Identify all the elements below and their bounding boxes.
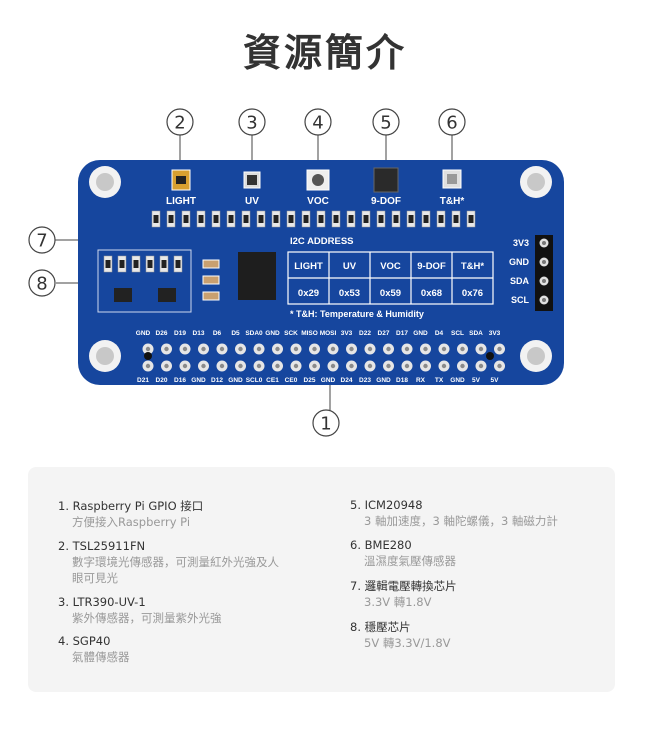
gpio-bottom-label: GND	[376, 377, 391, 384]
callout-circle	[166, 108, 194, 136]
gpio-bottom-label: TX	[435, 377, 444, 384]
i2c-value-cell: 0x68	[421, 288, 442, 299]
gpio-top-label: D5	[231, 330, 240, 337]
side-header	[535, 235, 553, 311]
callout-number: 2	[174, 113, 185, 134]
callout-number: 5	[380, 113, 391, 134]
gpio-top-label: MOSI	[320, 330, 337, 337]
feature-item-7: 7. 邏輯電壓轉換芯片 3.3V 轉1.8V	[350, 579, 457, 609]
gpio-top-label: 3V3	[341, 330, 353, 337]
i2c-header-cell: T&H*	[461, 261, 485, 272]
chip-label-light: LIGHT	[166, 196, 196, 207]
i2c-value-cell: 0x59	[380, 288, 401, 299]
gpio-top-label: D4	[435, 330, 444, 337]
chip-label-uv: UV	[245, 196, 259, 207]
i2c-header-cell: UV	[343, 261, 357, 272]
i2c-value-cell: 0x29	[298, 288, 319, 299]
gpio-bottom-label: RX	[416, 377, 426, 384]
callout-number: 3	[246, 113, 257, 134]
gpio-top-label: D26	[156, 330, 168, 337]
gpio-top-label: GND	[413, 330, 428, 337]
regulator-area	[97, 249, 192, 313]
gpio-top-label: 3V3	[489, 330, 501, 337]
gpio-top-label: SDA	[469, 330, 483, 337]
gpio-top-label: SCL	[451, 330, 464, 337]
resistor-row	[151, 210, 476, 228]
gpio-top-label: D13	[193, 330, 205, 337]
gpio-top-label: D22	[359, 330, 371, 337]
gpio-top-label: GND	[265, 330, 280, 337]
gpio-top-label: D19	[174, 330, 186, 337]
gpio-bottom-label: SCL0	[246, 377, 263, 384]
callout-number: 8	[36, 274, 47, 295]
gpio-bottom-label: D21	[137, 377, 149, 384]
i2c-value-cell: 0x53	[339, 288, 360, 299]
gpio-bottom-label: GND	[191, 377, 206, 384]
gpio-top-label: D17	[396, 330, 408, 337]
level-shifter-chip	[238, 252, 276, 300]
gpio-top-label: SCK	[284, 330, 298, 337]
feature-item-3: 3. LTR390-UV-1 紫外傳感器，可測量紫外光強	[58, 595, 222, 625]
feature-item-6: 6. BME280 溫濕度氣壓傳感器	[350, 538, 456, 568]
gpio-bottom-label: D12	[211, 377, 223, 384]
i2c-table	[287, 251, 494, 305]
gpio-top-label: MISO	[301, 330, 318, 337]
sensor-board-diagram: LIGHT UV VOC 9-DOF T&H* I2C ADDRESS LIGH…	[28, 108, 564, 437]
gpio-bottom-label: CE1	[266, 377, 279, 384]
i2c-footnote: * T&H: Temperature & Humidity	[290, 309, 424, 319]
callout-number: 7	[36, 231, 47, 252]
gpio-bottom-label: D25	[304, 377, 316, 384]
i2c-header-cell: VOC	[380, 261, 401, 272]
gpio-bottom-label: CE0	[285, 377, 298, 384]
callout-circle	[438, 108, 466, 136]
gpio-bottom-label: GND	[228, 377, 243, 384]
gpio-top-label: D6	[213, 330, 222, 337]
side-pin-label: GND	[509, 257, 530, 267]
callout-circle	[28, 226, 56, 254]
regulator-resistors	[103, 255, 183, 273]
i2c-header-cell: LIGHT	[294, 261, 323, 272]
side-pin-label: SCL	[511, 295, 530, 305]
gpio-bottom-label: D18	[396, 377, 408, 384]
page-title: 資源簡介	[242, 31, 407, 75]
regulator-chips	[114, 288, 176, 302]
callout-circle	[28, 269, 56, 297]
callout-number: 1	[320, 414, 331, 435]
capacitors	[202, 259, 220, 301]
feature-item-2: 2. TSL25911FN 數字環境光傳感器，可測量紅外光強及人 眼可見光	[58, 539, 279, 585]
sensor-chips	[171, 167, 462, 193]
callout-circle	[372, 108, 400, 136]
gpio-bottom-label: D16	[174, 377, 186, 384]
gpio-top-label: GND	[136, 330, 151, 337]
i2c-header-cell: 9-DOF	[417, 261, 446, 272]
gpio-bottom-label: 5V	[472, 377, 481, 384]
chip-label-9dof: 9-DOF	[371, 196, 401, 207]
callout-circle	[238, 108, 266, 136]
gpio-bottom-label: D24	[341, 377, 353, 384]
i2c-value-cell: 0x76	[462, 288, 483, 299]
side-pin-label: 3V3	[513, 238, 529, 248]
callout-number: 6	[446, 113, 457, 134]
mounting-holes	[89, 166, 552, 372]
gpio-bottom-label: D23	[359, 377, 371, 384]
chip-label-th: T&H*	[440, 196, 465, 207]
feature-item-4: 4. SGP40 氣體傳感器	[58, 634, 130, 664]
feature-item-8: 8. 穩壓芯片 5V 轉3.3V/1.8V	[350, 620, 451, 650]
callout-circle	[304, 108, 332, 136]
gpio-bottom-label: GND	[321, 377, 336, 384]
feature-item-5: 5. ICM20948 3 軸加速度，3 軸陀螺儀，3 軸磁力計	[350, 498, 558, 528]
gpio-bottom-label: 5V	[491, 377, 500, 384]
gpio-top-label: SDA0	[245, 330, 263, 337]
callout-circle	[312, 409, 340, 437]
gpio-header	[142, 343, 505, 372]
feature-item-1: 1. Raspberry Pi GPIO 接口 方便接入Raspberry Pi	[58, 499, 204, 529]
callout-number: 4	[312, 113, 323, 134]
i2c-heading: I2C ADDRESS	[290, 236, 354, 247]
chip-label-voc: VOC	[307, 196, 329, 207]
feature-panel: 1. Raspberry Pi GPIO 接口 方便接入Raspberry Pi…	[28, 467, 615, 692]
gpio-top-label: D27	[378, 330, 390, 337]
gpio-bottom-label: GND	[450, 377, 465, 384]
gpio-bottom-label: D20	[156, 377, 168, 384]
side-pin-label: SDA	[510, 276, 530, 286]
